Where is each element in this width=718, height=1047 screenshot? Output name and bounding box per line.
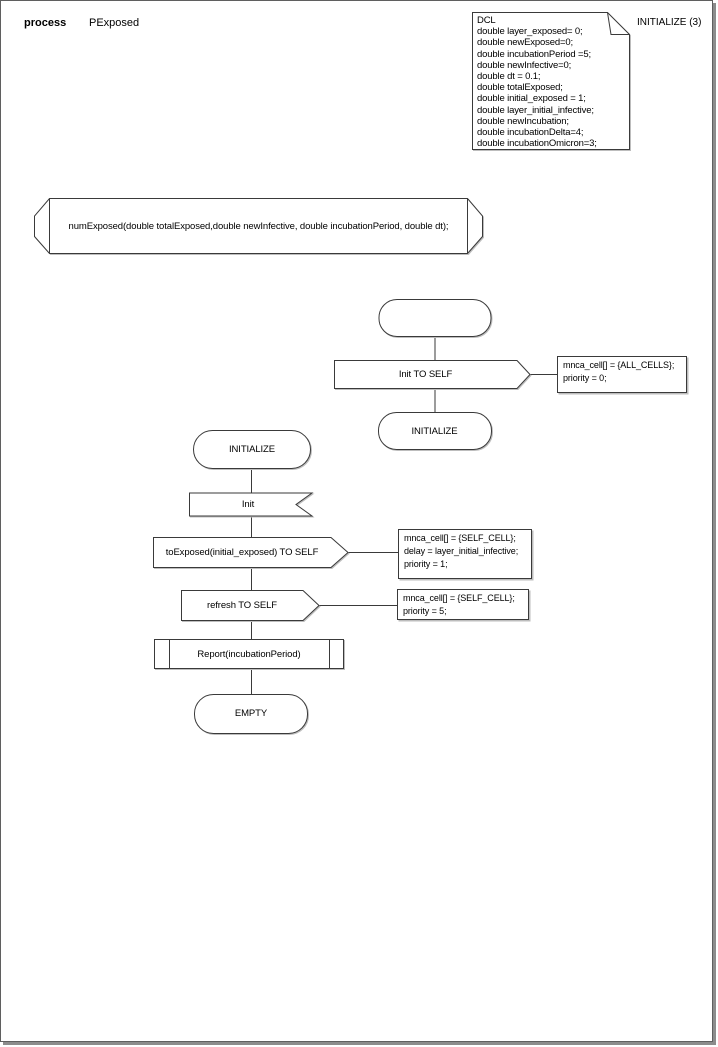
comment-line: mnca_cell[] = {ALL_CELLS}; (563, 360, 675, 370)
comment-line: delay = layer_initial_infective; (404, 546, 519, 556)
procedure-declaration-shape[interactable] (34, 198, 483, 254)
dcl-line: double initial_exposed = 1; (477, 93, 586, 105)
process-kind-label: process (24, 17, 67, 29)
state-initialize-label: INITIALIZE (229, 444, 275, 455)
start-symbol[interactable] (378, 299, 492, 337)
dcl-line: DCL (477, 15, 496, 26)
process-name: PExposed (89, 17, 140, 29)
comment-refresh[interactable]: mnca_cell[] = {SELF_CELL}; priority = 5; (397, 589, 529, 620)
text-symbol-dcl[interactable] (472, 12, 630, 150)
dcl-line: double layer_initial_infective; (477, 104, 594, 116)
page-reference-label: INITIALIZE (3) (637, 17, 702, 28)
dcl-declarations-text: DCL double layer_exposed= 0; double newE… (477, 15, 625, 149)
dcl-line: double incubationDelta=4; (477, 127, 584, 139)
dcl-line: double newIncubation; (477, 115, 569, 127)
flow-lines (251, 336, 558, 695)
output-symbol-init-to-self[interactable] (334, 360, 531, 389)
procedure-declaration-label: numExposed(double totalExposed,double ne… (68, 220, 449, 232)
dcl-line: double dt = 0.1; (477, 71, 541, 83)
comment-line: priority = 1; (404, 559, 448, 569)
state-empty-label: EMPTY (234, 708, 268, 719)
input-init-label: Init (241, 499, 255, 510)
comment-toexposed[interactable]: mnca_cell[] = {SELF_CELL}; delay = layer… (398, 529, 532, 579)
state-symbol-initialize[interactable] (193, 430, 311, 469)
dcl-line: double totalExposed; (477, 82, 563, 94)
dcl-line: double newExposed=0; (477, 37, 574, 49)
comment-line: mnca_cell[] = {SELF_CELL}; (404, 533, 516, 543)
output-symbol-refresh[interactable] (181, 590, 320, 621)
comment-line: mnca_cell[] = {SELF_CELL}; (403, 593, 515, 603)
state-symbol-empty[interactable] (194, 694, 308, 734)
comment-init-to-self[interactable]: mnca_cell[] = {ALL_CELLS}; priority = 0; (557, 356, 687, 393)
comment-line: priority = 0; (563, 373, 607, 383)
output-symbol-toexposed[interactable] (153, 537, 349, 568)
input-symbol-init[interactable] (189, 492, 314, 517)
dcl-line: double newInfective=0; (477, 59, 572, 71)
comment-line: priority = 5; (403, 606, 447, 616)
dcl-line: double incubationPeriod =5; (477, 48, 591, 60)
output-refresh-label: refresh TO SELF (207, 600, 277, 611)
procedure-call-report-label: Report(incubationPeriod) (197, 648, 301, 660)
folded-corner (607, 12, 630, 35)
procedure-call-symbol-report[interactable] (154, 639, 344, 669)
dcl-line: double layer_exposed= 0; (477, 26, 583, 38)
dcl-line: double incubationOmicron=3; (477, 138, 597, 150)
state-initialize-next-label: INITIALIZE (411, 425, 458, 437)
state-symbol-initialize-next[interactable] (378, 412, 492, 450)
output-toexposed-label: toExposed(initial_exposed) TO SELF (165, 547, 319, 558)
output-init-to-self-label: Init TO SELF (398, 369, 453, 380)
